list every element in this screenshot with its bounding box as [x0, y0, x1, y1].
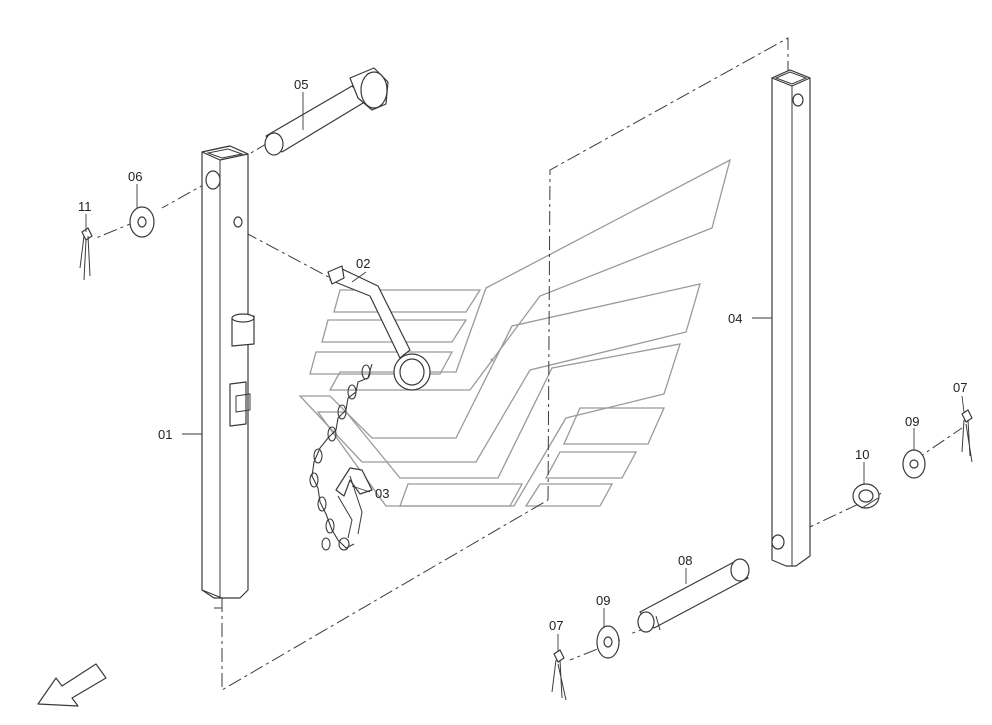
- leader-lines: [85, 92, 965, 652]
- label-09-lower: 09: [596, 593, 610, 608]
- label-01: 01: [158, 427, 172, 442]
- label-11: 11: [78, 199, 92, 214]
- part-labels: 01 02 03 04 05 06 07 07 08 09 09 10 11: [78, 77, 967, 633]
- label-07-lower: 07: [549, 618, 563, 633]
- part-03-chain-clip[interactable]: [309, 363, 373, 551]
- label-05: 05: [294, 77, 308, 92]
- label-02: 02: [356, 256, 370, 271]
- part-09-washer-lower[interactable]: [596, 625, 620, 659]
- part-11-cotter-pin[interactable]: [79, 227, 93, 281]
- part-01-left-post[interactable]: [201, 145, 255, 609]
- label-07-right: 07: [953, 380, 967, 395]
- part-10-bushing[interactable]: [852, 483, 880, 509]
- part-06-washer[interactable]: [129, 206, 155, 238]
- label-09-right: 09: [905, 414, 919, 429]
- part-09-washer-right[interactable]: [902, 449, 926, 479]
- part-05-upper-pin[interactable]: [264, 67, 389, 156]
- part-02-lock-pin[interactable]: [327, 265, 431, 391]
- label-10: 10: [855, 447, 869, 462]
- part-07-cotter-pin-right[interactable]: [961, 409, 973, 463]
- part-08-lower-pin[interactable]: [637, 558, 750, 633]
- part-04-right-post[interactable]: [771, 69, 811, 567]
- label-06: 06: [128, 169, 142, 184]
- brand-logo-watermark: [298, 158, 732, 507]
- direction-arrow-icon: [37, 663, 107, 707]
- label-03: 03: [375, 486, 389, 501]
- label-04: 04: [728, 311, 742, 326]
- label-08: 08: [678, 553, 692, 568]
- part-07-cotter-pin-lower[interactable]: [551, 649, 567, 701]
